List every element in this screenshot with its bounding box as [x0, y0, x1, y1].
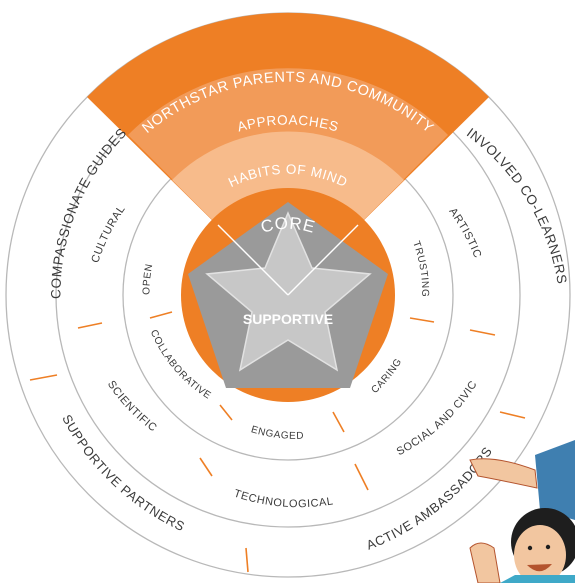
- tick: [149, 311, 173, 319]
- tick: [499, 411, 526, 419]
- tick: [245, 547, 249, 573]
- open-label: OPEN: [141, 263, 155, 295]
- cultural-label: CULTURAL: [89, 203, 128, 264]
- child-sleeve: [535, 440, 575, 520]
- child-arm: [469, 458, 538, 489]
- caring-label: CARING: [369, 356, 404, 395]
- core-divider-left: [217, 224, 289, 296]
- child-eye-right: [545, 544, 551, 550]
- involved-co-learners-label: INVOLVED CO-LEARNERS: [464, 125, 570, 285]
- tick: [332, 411, 345, 433]
- segment-ticks: [29, 311, 526, 573]
- core-center-label: SUPPORTIVE: [243, 311, 333, 327]
- child-face: [514, 525, 566, 583]
- tick: [354, 463, 369, 491]
- core-star: [205, 211, 372, 372]
- tick: [219, 404, 233, 421]
- supportive-partners-label: SUPPORTIVE PARTNERS: [59, 412, 187, 534]
- engaged-label: ENGAGED: [250, 424, 305, 442]
- social-and-civic-label: SOCIAL AND CIVIC: [395, 379, 480, 459]
- child-hand: [469, 542, 501, 583]
- tick: [29, 374, 58, 381]
- child-illustration: [469, 440, 575, 583]
- tick: [469, 329, 496, 336]
- child-shirt: [500, 575, 575, 583]
- core-divider-lines: [217, 224, 359, 296]
- artistic-label: ARTISTIC: [446, 206, 483, 260]
- core-divider-right: [287, 224, 359, 296]
- approaches-label: APPROACHES: [236, 112, 341, 134]
- child-eye-left: [527, 545, 533, 551]
- tick: [199, 457, 213, 477]
- trusting-label: TRUSTING: [410, 240, 430, 298]
- tick: [409, 317, 435, 323]
- technological-label: TECHNOLOGICAL: [232, 488, 334, 511]
- tick: [77, 322, 103, 329]
- child-mouth: [527, 564, 552, 572]
